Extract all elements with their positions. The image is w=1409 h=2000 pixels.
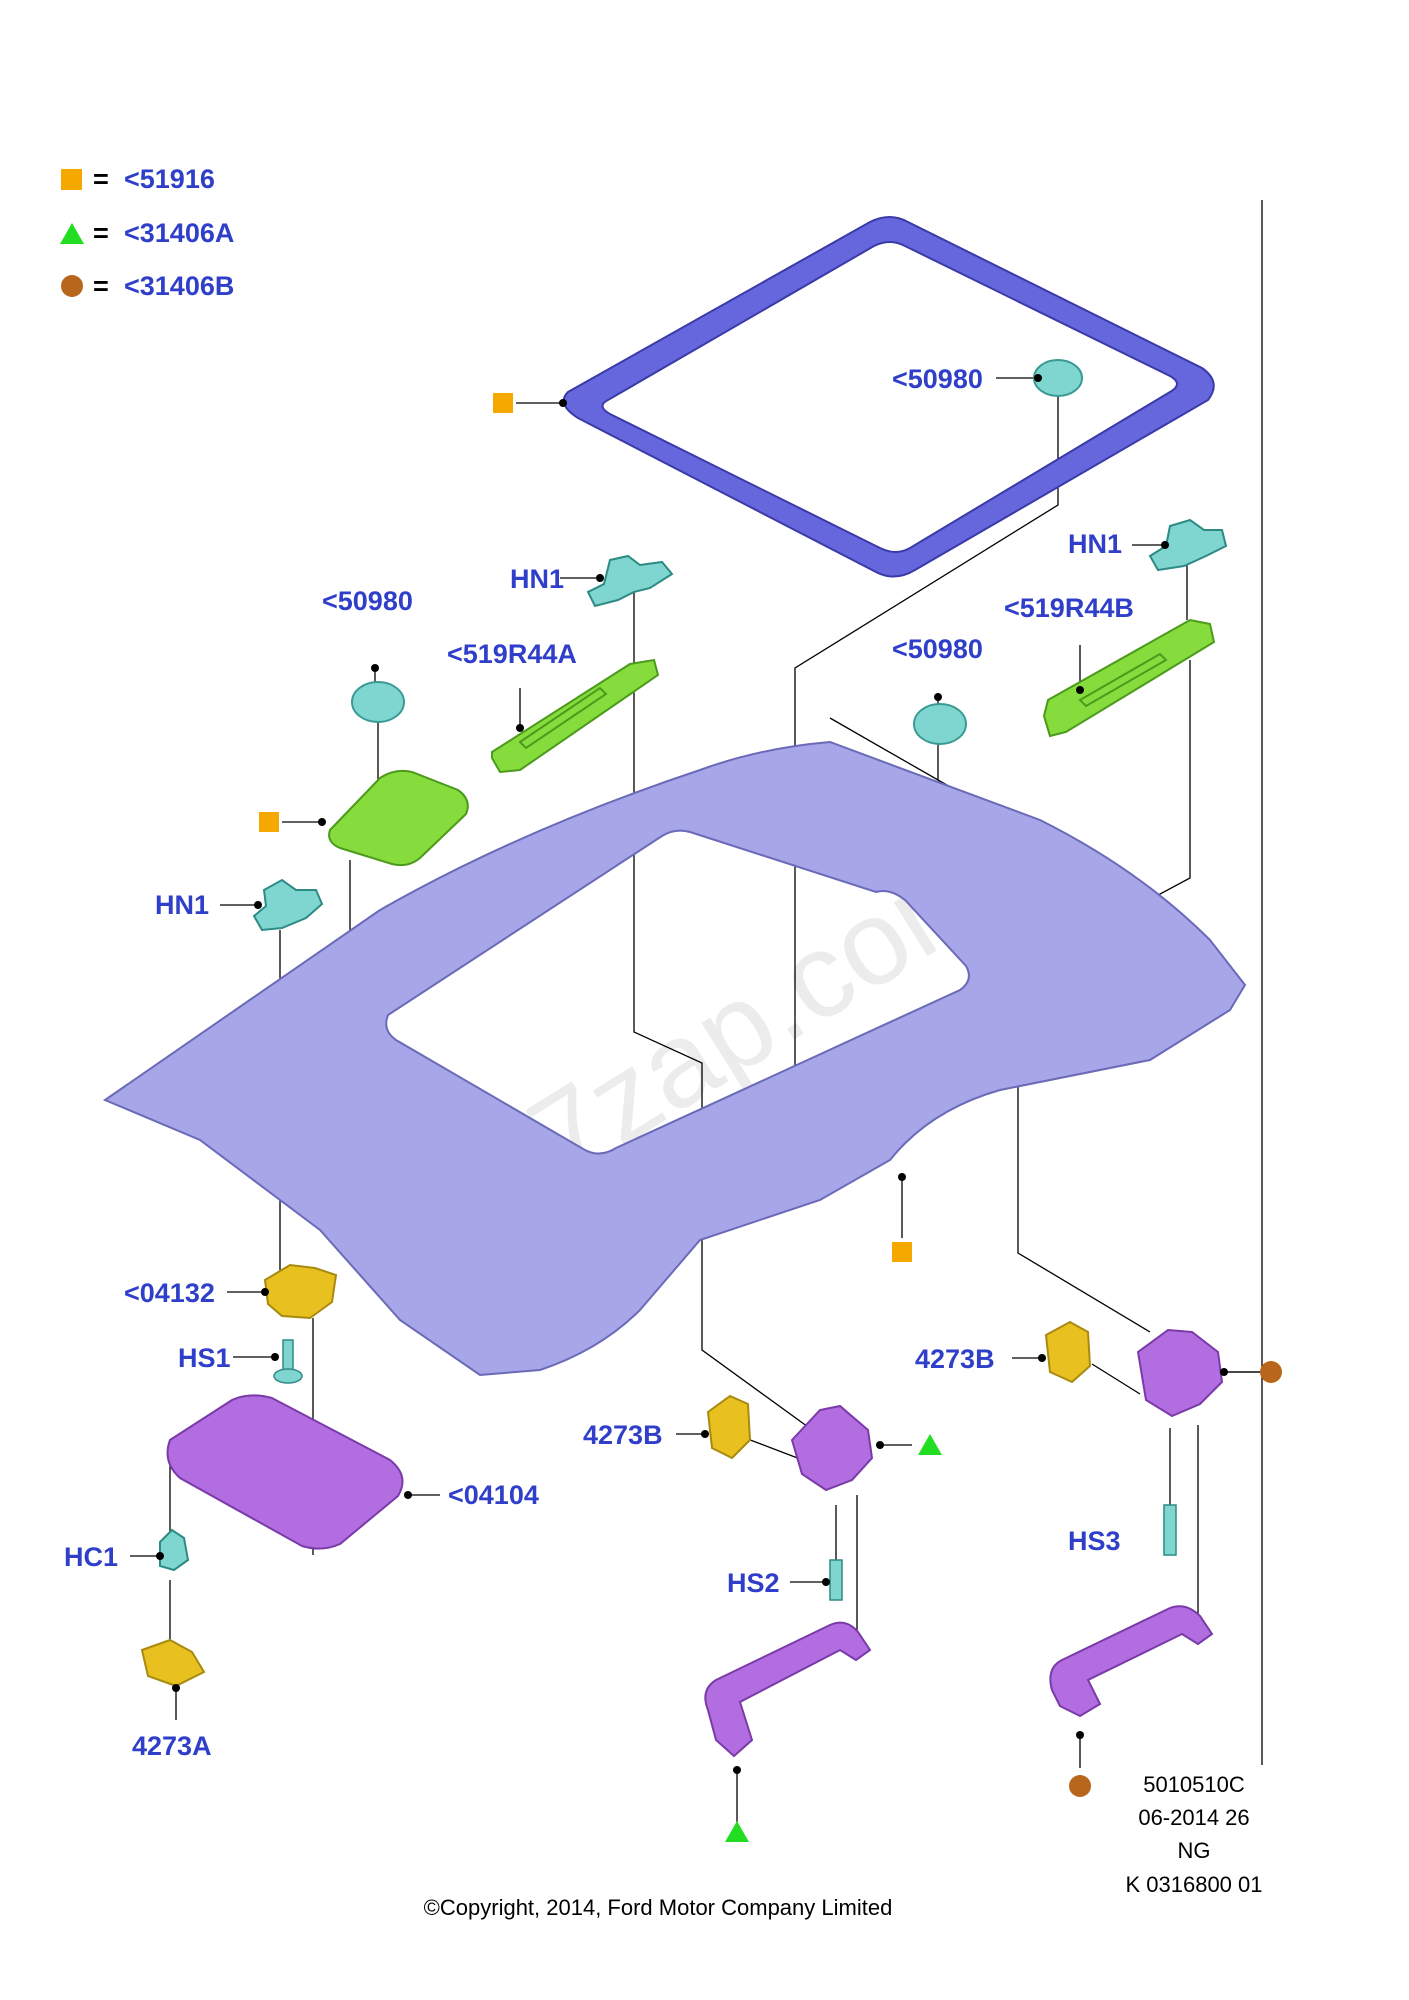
square-marker-icon [892,1242,912,1262]
hn1-left-clip-icon [252,878,324,932]
drawing-code: NG [1178,1838,1211,1863]
part-labels: <50980 HN1 <50980 <519R44A <50980 HN1 <5… [64,364,1134,1761]
drawing-number: 5010510C [1143,1772,1245,1797]
drawing-date: 06-2014 26 [1138,1805,1249,1830]
hn1-right-clip-icon [1148,518,1228,572]
bracket-a-icon [491,658,660,774]
label-plug-mid: <50980 [892,634,983,664]
grab-handle-right-icon [1049,1605,1214,1718]
legend-equals: = [93,218,109,248]
sunroof-frame-icon [562,216,1215,578]
parts [102,216,1247,1758]
label-hn1-left: HN1 [155,890,209,920]
grab-handle-left-bracket-icon [790,1404,874,1492]
connector-dots [156,374,1228,1774]
hn1-top-clip-icon [586,554,674,608]
label-hn1-right: HN1 [1068,529,1122,559]
triangle-marker-icon [918,1434,942,1455]
label-visor: <04104 [448,1480,539,1510]
label-hs2: HS2 [727,1568,780,1598]
headliner-icon [102,740,1247,1377]
legend-code-triangle: <31406A [124,218,234,248]
legend-square-icon [61,169,82,190]
sun-visor-icon [166,1394,404,1550]
square-marker-icon [259,812,279,832]
hs2-screw-icon [829,1559,843,1601]
legend-triangle-icon [60,223,84,244]
label-hn1-top: HN1 [510,564,564,594]
label-clip-04132: <04132 [124,1278,215,1308]
symbol-markers [259,393,1282,1842]
square-marker-icon [493,393,513,413]
legend-equals: = [93,271,109,301]
overhead-light-icon [328,769,469,867]
clip-04132-icon [263,1263,338,1320]
legend-circle-icon [61,275,83,297]
copyright-notice: ©Copyright, 2014, Ford Motor Company Lim… [424,1895,893,1920]
label-bracket-b: <519R44B [1004,593,1134,623]
circle-marker-icon [1069,1775,1091,1797]
label-hs3: HS3 [1068,1526,1121,1556]
legend-code-square: <51916 [124,164,215,194]
clip-4273b-right-icon [1044,1320,1092,1384]
plug-mid-icon [913,703,967,745]
legend-equals: = [93,164,109,194]
label-plug-top: <50980 [892,364,983,394]
plug-left-icon [351,681,405,723]
label-hs1: HS1 [178,1343,231,1373]
clip-4273b-left-icon [706,1394,752,1460]
clip-4273a-icon [140,1638,206,1688]
triangle-marker-icon [725,1821,749,1842]
label-clip-4273a: 4273A [132,1731,212,1761]
label-bracket-a: <519R44A [447,639,577,669]
hs1-screw-icon [273,1339,303,1384]
label-clip-4273b-left: 4273B [583,1420,663,1450]
drawing-reference: K 0316800 01 [1125,1872,1262,1897]
grab-handle-right-bracket-icon [1136,1328,1224,1418]
label-hc1: HC1 [64,1542,118,1572]
hs3-screw-icon [1163,1504,1177,1556]
circle-marker-icon [1260,1361,1282,1383]
bracket-b-icon [1042,618,1216,738]
label-clip-4273b-right: 4273B [915,1344,995,1374]
drawing-info-block: 5010510C 06-2014 26 NG K 0316800 01 [1125,1772,1262,1897]
hc1-clip-icon [159,1528,190,1572]
label-plug-left: <50980 [322,586,413,616]
grab-handle-left-icon [704,1621,872,1758]
legend: = <51916 = <31406A = <31406B [60,164,234,301]
legend-code-circle: <31406B [124,271,234,301]
